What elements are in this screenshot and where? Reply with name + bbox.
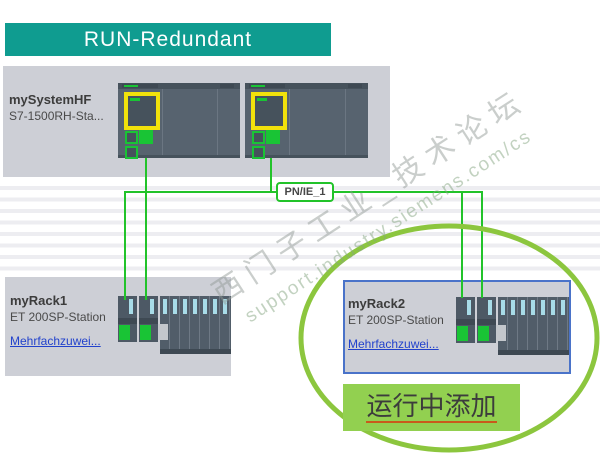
cpu-nameplate-strip bbox=[245, 83, 368, 89]
interface-module-1[interactable] bbox=[118, 296, 137, 342]
network-drop-line[interactable] bbox=[481, 191, 483, 298]
cpu-led-outline-1 bbox=[252, 131, 265, 144]
empty-slot bbox=[496, 325, 506, 341]
interface-module-2[interactable] bbox=[139, 296, 158, 342]
subnet-label[interactable]: PN/IE_1 bbox=[276, 182, 334, 202]
status-led bbox=[457, 326, 468, 341]
port-indicator bbox=[129, 299, 133, 314]
module-divider bbox=[345, 89, 346, 155]
run-led bbox=[257, 98, 267, 101]
status-led bbox=[119, 325, 130, 340]
port-indicator bbox=[467, 300, 471, 315]
rack1-station-block[interactable]: myRack1 ET 200SP-Station Mehrfachzuwei..… bbox=[5, 277, 231, 376]
rack1-name[interactable]: myRack1 bbox=[10, 293, 68, 308]
interface-module-2[interactable] bbox=[477, 297, 496, 343]
rack2-station-block[interactable]: myRack2 ET 200SP-Station Mehrfachzuwei..… bbox=[343, 280, 571, 374]
cpu-module-2[interactable] bbox=[245, 83, 368, 159]
cpu-led-outline-2 bbox=[252, 146, 265, 159]
run-led bbox=[130, 98, 140, 101]
annotation-callout: 运行中添加 bbox=[343, 384, 520, 431]
rack1-type: ET 200SP-Station bbox=[10, 310, 106, 324]
module-divider bbox=[289, 89, 290, 155]
cpu-led-outline-2 bbox=[125, 146, 138, 159]
rack2-multiple-assignment-link[interactable]: Mehrfachzuwei... bbox=[348, 337, 439, 351]
cpu-display bbox=[251, 92, 287, 130]
network-drop-line[interactable] bbox=[461, 191, 463, 298]
io-module-group[interactable] bbox=[496, 297, 569, 355]
cpu-status-led bbox=[139, 130, 153, 144]
rack2-type: ET 200SP-Station bbox=[348, 313, 444, 327]
port-indicator bbox=[488, 300, 492, 315]
module-divider bbox=[217, 89, 218, 155]
interface-module-1[interactable] bbox=[456, 297, 475, 343]
annotation-text: 运行中添加 bbox=[366, 391, 497, 424]
cpu-fault-badge bbox=[220, 84, 234, 88]
io-module-group[interactable] bbox=[158, 296, 231, 354]
cpu-status-led bbox=[266, 130, 280, 144]
network-drop-line[interactable] bbox=[145, 158, 147, 300]
cpu-led-outline-1 bbox=[125, 131, 138, 144]
cpu-module-1[interactable] bbox=[118, 83, 240, 159]
module-divider bbox=[162, 89, 163, 155]
empty-slot bbox=[158, 324, 168, 340]
network-drop-line[interactable] bbox=[124, 191, 126, 300]
io-module-indicators bbox=[498, 300, 569, 315]
system-station-name[interactable]: mySystemHF bbox=[9, 92, 92, 107]
cpu-nameplate bbox=[122, 84, 158, 88]
io-module-indicators bbox=[160, 299, 231, 314]
run-redundant-banner: RUN-Redundant bbox=[5, 23, 331, 56]
cpu-nameplate bbox=[249, 84, 285, 88]
status-led bbox=[478, 326, 489, 341]
system-station-type: S7-1500RH-Sta... bbox=[9, 109, 104, 123]
cpu-nameplate-strip bbox=[118, 83, 240, 89]
network-drop-line[interactable] bbox=[270, 158, 272, 193]
rack1-multiple-assignment-link[interactable]: Mehrfachzuwei... bbox=[10, 334, 101, 348]
system-station-block[interactable]: mySystemHF S7-1500RH-Sta... bbox=[3, 66, 390, 177]
cpu-fault-badge bbox=[348, 84, 362, 88]
port-indicator bbox=[150, 299, 154, 314]
cpu-display bbox=[124, 92, 160, 130]
status-led bbox=[140, 325, 151, 340]
rack2-name[interactable]: myRack2 bbox=[348, 296, 406, 311]
